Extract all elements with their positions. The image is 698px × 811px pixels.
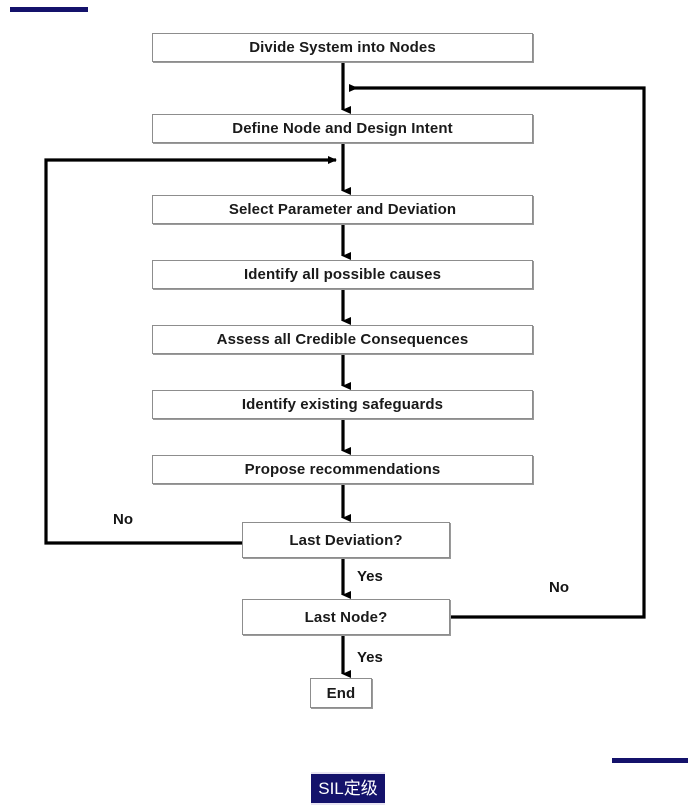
node-label: Divide System into Nodes (249, 39, 436, 56)
node-label: Last Deviation? (289, 531, 403, 549)
bottom-accent-rule (612, 758, 688, 763)
edge-label-no-last-node: No (549, 579, 569, 596)
node-label: Identify existing safeguards (241, 396, 444, 413)
node-identify-existing-safeguards[interactable]: Identify existing safeguards (152, 390, 533, 419)
footer-tag-label: SIL定级 (318, 779, 378, 798)
node-end[interactable]: End (310, 678, 372, 708)
edge-label-no-last-deviation: No (113, 511, 133, 528)
node-last-deviation-decision[interactable]: Last Deviation? (242, 522, 450, 558)
top-accent-rule (10, 7, 88, 12)
node-label: Propose recommendations (244, 461, 441, 478)
node-label: End (326, 684, 356, 702)
node-label: Define Node and Design Intent (232, 120, 453, 137)
node-select-parameter-and-deviation[interactable]: Select Parameter and Deviation (152, 195, 533, 224)
node-label: Assess all Credible Consequences (216, 331, 469, 348)
node-last-node-decision[interactable]: Last Node? (242, 599, 450, 635)
node-define-node-and-design-intent[interactable]: Define Node and Design Intent (152, 114, 533, 143)
node-assess-all-credible-consequences[interactable]: Assess all Credible Consequences (152, 325, 533, 354)
node-propose-recommendations[interactable]: Propose recommendations (152, 455, 533, 484)
node-label: Select Parameter and Deviation (228, 201, 457, 218)
node-label: Identify all possible causes (243, 266, 442, 283)
footer-tag-sil-rating[interactable]: SIL定级 (311, 772, 385, 805)
node-label: Last Node? (304, 608, 388, 626)
feedback-loop-no-last-node (349, 84, 646, 619)
edge-label-yes-last-deviation: Yes (357, 568, 383, 585)
node-divide-system-into-nodes[interactable]: Divide System into Nodes (152, 33, 533, 62)
node-identify-all-possible-causes[interactable]: Identify all possible causes (152, 260, 533, 289)
feedback-loop-no-last-deviation (44, 156, 337, 545)
edge-label-yes-last-node: Yes (357, 649, 383, 666)
